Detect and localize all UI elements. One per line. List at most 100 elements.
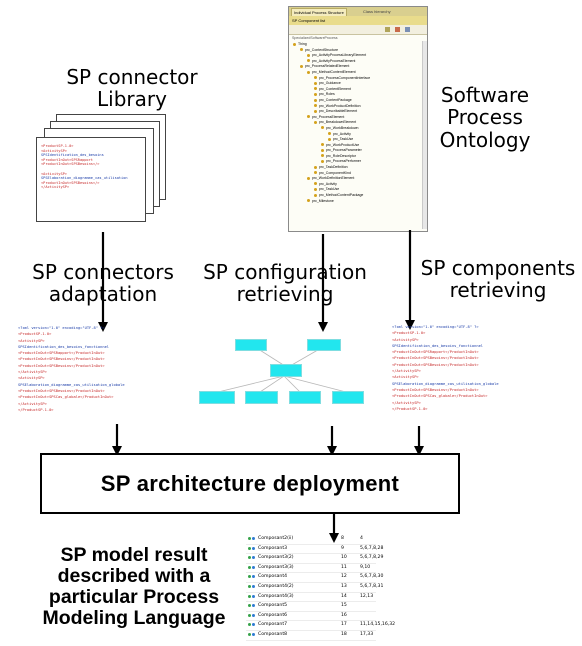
class-node-icon [314, 81, 317, 85]
retrieved-components-xml: <?xml version="1.0" encoding="UTF-8" ?><… [392, 324, 564, 424]
expand-icon[interactable] [405, 27, 410, 32]
component-icon [248, 575, 255, 579]
ontology-tree-node[interactable]: prc_Activity [289, 132, 427, 138]
ontology-tree-node[interactable]: prc_Activity [289, 182, 427, 188]
ontology-tree-node-label: prc_ContextStructure [305, 47, 339, 52]
ontology-tree-node[interactable]: prc_ProcessElement [289, 115, 427, 121]
component-links-cell: 12,13 [360, 593, 374, 599]
ontology-tree-node[interactable]: prc_ProcessParameter [289, 148, 427, 154]
ontology-tree-node[interactable]: prc_TaskUse [289, 187, 427, 193]
ontology-tree-node[interactable]: prc_BreakdownElement [289, 120, 427, 126]
ontology-tree-node[interactable]: prc_ContextStructure [289, 48, 427, 54]
config-node [270, 364, 302, 377]
xml-line: <ActivitySP> [392, 337, 419, 342]
ontology-tree-node[interactable]: prc_WorkProductUse [289, 143, 427, 149]
ontology-tree-node[interactable]: prc_WorkProductDefinition [289, 104, 427, 110]
ontology-tree-node-label: prc_ComponentKind [319, 170, 351, 175]
ontology-tree-node-label: prc_Guidance [319, 81, 341, 86]
library-label-line1: SP connector [66, 65, 198, 89]
ontology-scrollbar[interactable] [422, 41, 427, 229]
library-doc-line: <ProductInOut>SPSRapport [41, 157, 93, 162]
ontology-tree-node-label: prc_Roles [319, 92, 335, 97]
xml-line: </ActivitySP> [18, 401, 47, 406]
xml-line: <ProductInOut>SPSRapport</ProductInOut> [392, 350, 479, 355]
configuration-label-line2: retrieving [236, 282, 334, 307]
ontology-tree-node[interactable]: prc_Guidance [289, 81, 427, 87]
class-node-icon [307, 176, 310, 180]
xml-line: </ProductSP-1.0> [18, 407, 54, 412]
adaptation-label-line2: adaptation [48, 282, 158, 307]
delete-class-icon[interactable] [395, 27, 400, 32]
ontology-tree-node[interactable]: prc_TaskUse [289, 137, 427, 143]
add-class-icon[interactable] [385, 27, 390, 32]
class-node-icon [321, 148, 324, 152]
xml-line: <ProductInOut>SPSRapport</ProductInOut> [18, 351, 105, 356]
xml-line: <ProductInOut>SPSBesoins</ProductInOut> [392, 356, 479, 361]
ontology-tree-node[interactable]: prc_MethodContentElement [289, 70, 427, 76]
ontology-tree-node-label: prc_ActivityProcessElement [312, 58, 356, 63]
ontology-tree-node-label: prc_WorkDefinitionElement [312, 176, 355, 181]
ontology-tree-node[interactable]: prc_ContentPackage [289, 98, 427, 104]
component-name-cell: Composant6 [258, 612, 288, 618]
ontology-tree-node-label: prc_ProcessElement [312, 114, 345, 119]
component-number-cell: 9 [341, 545, 344, 551]
ontology-tree-node[interactable]: prc_ComponentKind [289, 171, 427, 177]
class-node-icon [300, 48, 303, 52]
ontology-tree-node[interactable]: prc_ProcessRelatedElement [289, 64, 427, 70]
ontology-tree-node[interactable]: prc_Roles [289, 92, 427, 98]
component-icon [248, 613, 255, 618]
xml-line: <?xml version="1.0" encoding="UTF-8" ?> [18, 326, 105, 330]
ontology-tree-node[interactable]: prc_MethodContentPackage [289, 193, 427, 199]
ontology-tree-node[interactable]: prc_ProcessPerformer [289, 159, 427, 165]
ontology-tree-node[interactable]: prc_ContentElement [289, 87, 427, 93]
ontology-tab-active[interactable]: Individual Process Structure [291, 8, 347, 16]
component-name-cell: Composant8 [258, 631, 288, 637]
class-node-icon [321, 154, 324, 158]
component-icon [248, 623, 255, 627]
ontology-tree-node[interactable]: prc_WorkDefinitionElement [289, 176, 427, 182]
component-links-cell: 5,6,7,8,28 [360, 545, 384, 551]
component-links-cell: 4 [360, 536, 363, 541]
component-name-cell: Composant4(3) [258, 593, 294, 599]
result-label-line4: Modeling Language [42, 607, 226, 630]
ontology-tree-node-label: prc_Activity [333, 131, 351, 136]
component-icon [248, 556, 255, 560]
component-links-cell: 5,6,7,8,30 [360, 574, 384, 580]
ontology-tree-node[interactable]: prc_RoleDescriptor [289, 154, 427, 160]
xml-line: </ActivitySP> [18, 370, 47, 375]
ontology-tree-node[interactable]: prc_ProcessComponentInterface [289, 76, 427, 82]
ontology-tree-node[interactable]: prc_ActivityProcessElement [289, 59, 427, 65]
table-row[interactable]: Composant6 16 [246, 612, 376, 622]
components-label-line1: SP components [420, 256, 576, 280]
ontology-tree-node-label: prc_WorkProductUse [326, 142, 360, 147]
ontology-tree-node-label: prc_WorkProductDefinition [319, 103, 361, 108]
ontology-filter[interactable]: SpecializedSoftwareProcess [292, 36, 338, 40]
ontology-tree-node[interactable]: prc_TaskDefinition [289, 165, 427, 171]
component-number-cell: 17 [341, 622, 347, 628]
ontology-tree-node[interactable]: prc_DescribableElement [289, 109, 427, 115]
xml-line: <ProductInOut>SPSBesoins</ProductInOut> [18, 357, 105, 362]
ontology-tree-node[interactable]: prc_Milestone [289, 199, 427, 205]
xml-line: <ActivitySP> [18, 376, 45, 381]
ontology-tree-node[interactable]: prc_WorkBreakdown [289, 126, 427, 132]
ontology-tree-node-label: prc_TaskDefinition [319, 165, 348, 170]
component-name-cell: Composant3(3) [258, 564, 294, 570]
component-number-cell: 16 [341, 612, 347, 618]
ontology-tab-inactive[interactable]: Class hierarchy [363, 9, 391, 14]
ontology-tree-node[interactable]: prc_ActivityProcessLibraryElement [289, 53, 427, 59]
ontology-tree-node-label: prc_BreakdownElement [319, 120, 357, 125]
ontology-tree-node[interactable]: Thing [289, 42, 427, 48]
component-name-cell: Composant3(2) [258, 555, 294, 561]
config-node [332, 391, 364, 404]
component-icon [248, 604, 255, 608]
